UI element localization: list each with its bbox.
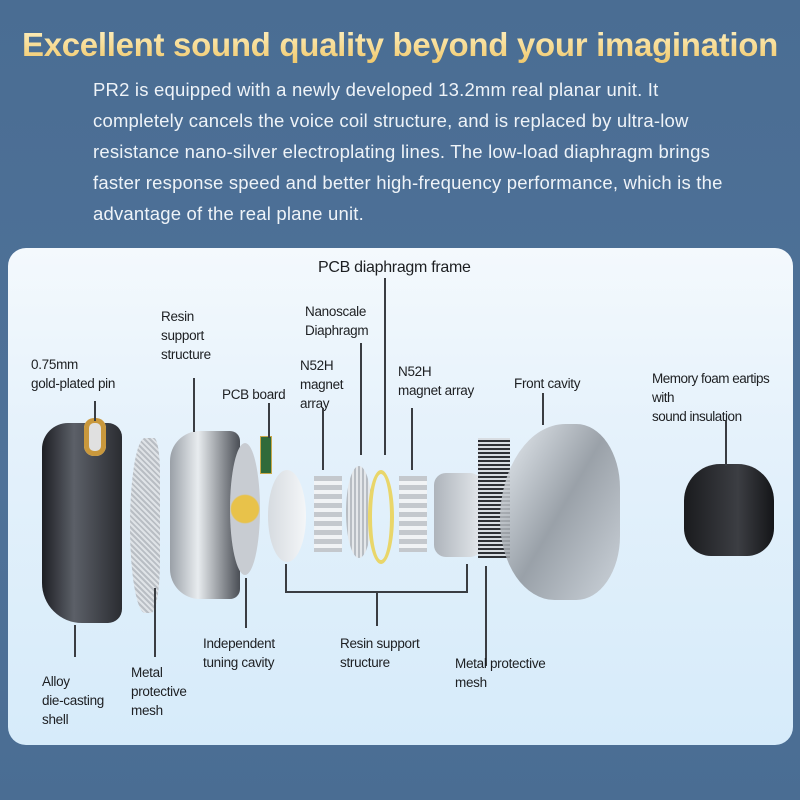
leader-line [376,591,378,626]
leader-line [154,588,156,657]
memory-foam-eartip [684,464,774,556]
leader-line [245,578,247,628]
label-resin-support-bottom: Resin support structure [340,636,420,670]
label-pcb-diaphragm-frame: PCB diaphragm frame [318,259,471,276]
label-metal-mesh-rear: Metal protective mesh [131,665,187,718]
leader-line [542,393,544,425]
leader-line [74,625,76,657]
magnet-array-1 [314,476,342,552]
label-front-cavity: Front cavity [514,376,581,391]
pcb-diaphragm-frame [368,470,394,564]
bracket-line [466,564,468,593]
metal-mesh-back [130,438,160,613]
leader-line [268,403,270,438]
leader-line [384,278,386,455]
intro-text: PR2 is equipped with a newly developed 1… [93,79,723,224]
label-metal-mesh-front: Metal protective mesh [455,656,546,690]
label-resin-support-top: Resin support structure [161,309,211,362]
leader-line [725,420,727,466]
leader-line [94,401,96,421]
magnet-array-2 [399,476,427,552]
front-cavity [500,424,620,600]
leader-line [360,343,362,455]
bracket-line [285,564,287,593]
alloy-shell [42,423,122,623]
leader-line [485,566,487,666]
headline: Excellent sound quality beyond your imag… [0,26,800,64]
leader-line [411,408,413,470]
exploded-diagram-panel: PCB diaphragm frame Nanoscale Diaphragm … [8,248,793,745]
label-magnet-array-2: N52H magnet array [398,364,474,398]
label-pcb-board: PCB board [222,387,286,402]
gold-pin [84,418,106,456]
label-magnet-array-1: N52H magnet array [300,358,344,411]
resin-support-rear [170,431,240,599]
pcb-board [260,436,272,474]
tuning-cavity [230,443,260,575]
label-gold-pin: 0.75mm gold-plated pin [31,357,116,391]
leader-line [322,408,324,470]
resin-disc [268,470,306,562]
label-nanoscale-diaphragm: Nanoscale Diaphragm [305,304,369,338]
label-tuning-cavity: Independent tuning cavity [203,636,275,670]
leader-line [193,378,195,432]
resin-support-front [434,473,482,557]
label-alloy-shell: Alloy die-casting shell [42,674,104,727]
label-eartips: Memory foam eartips with sound insulatio… [652,371,770,424]
